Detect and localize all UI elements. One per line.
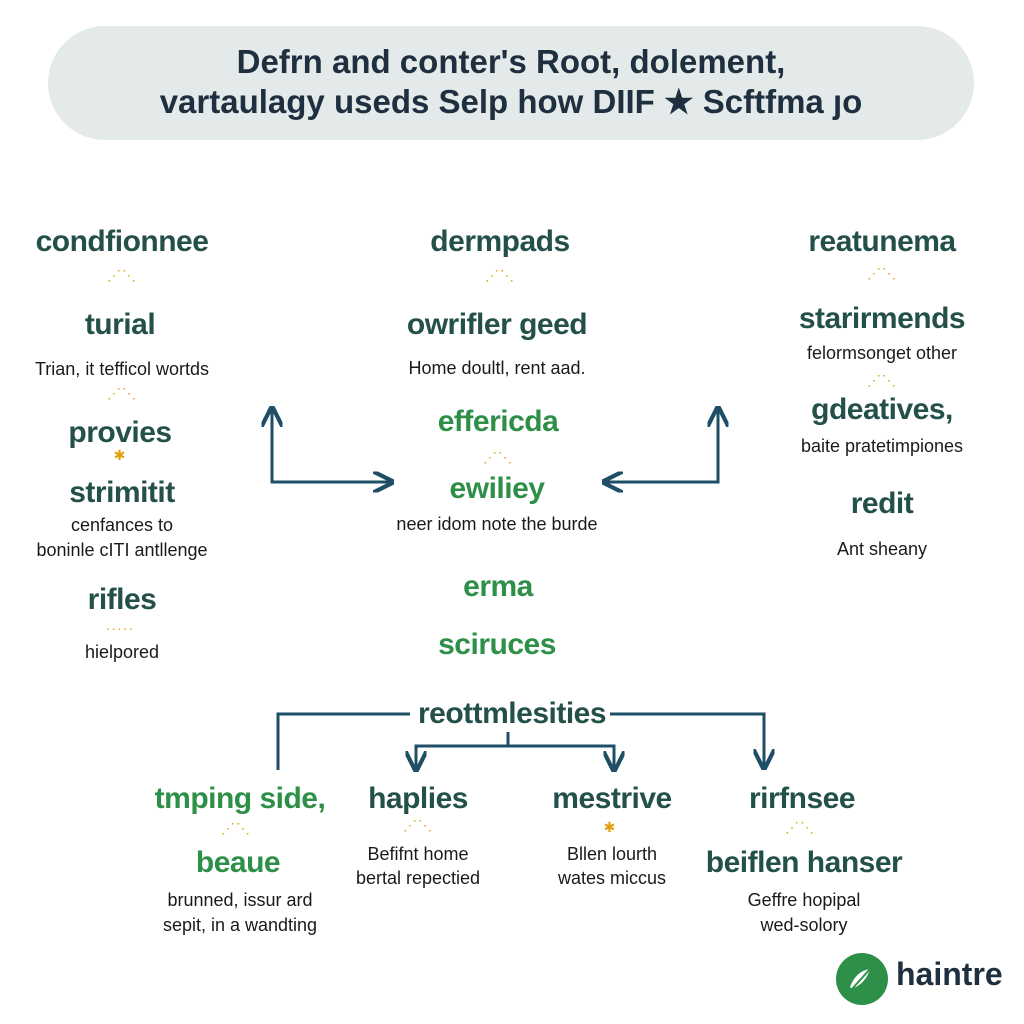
left-text-4a: cenfances to xyxy=(70,515,174,535)
accent-dots: ⋰⋱ xyxy=(107,267,137,283)
center-heading-6: sciruces xyxy=(438,628,556,661)
accent-dots: ✱ xyxy=(113,447,127,463)
center-heading-2: owrifler geed xyxy=(406,308,588,341)
right-arrow xyxy=(606,410,718,482)
hub-heading: reottmlesities xyxy=(417,697,607,730)
bottom-col4-heading-1: rirfnsee xyxy=(748,782,856,815)
left-text-2: Trian, it tefficol wortds xyxy=(34,359,210,379)
left-text-4b: boninle cITI antllenge xyxy=(36,540,208,560)
right-text-3: baite pratetimpiones xyxy=(800,436,964,456)
right-text-4: Ant sheany xyxy=(836,539,928,559)
left-heading-2: turial xyxy=(84,308,156,341)
bottom-col1-heading-2: beaue xyxy=(195,846,281,879)
accent-dots: ⋰⋱ xyxy=(785,819,815,835)
bottom-col1-heading-1: tmping side, xyxy=(154,782,326,815)
bottom-col3-text-1: Bllen lourth xyxy=(566,844,658,864)
accent-dots: ⋰⋱ xyxy=(107,385,137,401)
accent-dots: ⋰⋱ xyxy=(403,817,433,833)
bottom-col2-text-1: Befifnt home xyxy=(367,844,469,864)
right-heading-3: gdeatives, xyxy=(811,393,953,426)
right-heading-4: redit xyxy=(850,487,914,520)
accent-dots: ⋰⋱ xyxy=(485,267,515,283)
center-heading-3: effericda xyxy=(437,405,559,438)
accent-dots: ⋰⋱ xyxy=(867,265,897,281)
bottom-col4-text-2: wed-solory xyxy=(760,915,848,935)
accent-dots: ✱ xyxy=(603,819,617,835)
left-heading-5: rifles xyxy=(87,583,157,616)
center-text-4: neer idom note the burde xyxy=(396,514,598,534)
right-heading-1: reatunema xyxy=(808,225,956,258)
accent-dots: ····· xyxy=(105,620,135,636)
bottom-col3-text-2: wates miccus xyxy=(557,868,667,888)
accent-dots: ⋰⋱ xyxy=(221,820,251,836)
bottom-col3-heading: mestrive xyxy=(552,782,672,815)
center-heading-4: ewiliey xyxy=(449,472,545,505)
left-text-5: hielpored xyxy=(84,642,160,662)
title-line-1: Defrn and conter's Root, dolement, xyxy=(236,43,786,80)
left-heading-1: condfionnee xyxy=(35,225,209,258)
bottom-col1-text-2: sepit, in a wandting xyxy=(162,915,318,935)
center-heading-1: dermpads xyxy=(430,225,570,258)
hub-arrow-far-left xyxy=(276,712,410,770)
bottom-col4-heading-2: beiflen hanser xyxy=(705,846,903,879)
brand-name: haintre xyxy=(896,956,1003,992)
bottom-col4-text-1: Geffre hopipal xyxy=(747,890,861,910)
brand-logo-icon xyxy=(836,953,888,1005)
left-heading-3: provies xyxy=(68,416,172,449)
title-line-2: vartaulagy useds Selp how DIIF ★ Scftfma… xyxy=(159,83,863,120)
bottom-col2-text-2: bertal repectied xyxy=(355,868,481,888)
center-text-2: Home doultl, rent aad. xyxy=(408,358,586,378)
hub-arrow-far-right xyxy=(610,712,764,766)
accent-dots: ⋰⋱ xyxy=(483,449,513,465)
center-heading-5: erma xyxy=(463,570,533,603)
right-text-2: felormsonget other xyxy=(806,343,958,363)
bottom-col1-text-1: brunned, issur ard xyxy=(167,890,313,910)
accent-dots: ⋰⋱ xyxy=(867,372,897,388)
left-heading-4: strimitit xyxy=(69,476,175,509)
title-banner: Defrn and conter's Root, dolement, varta… xyxy=(48,26,974,140)
hub-arrow-inner xyxy=(414,732,616,766)
right-heading-2: starirmends xyxy=(798,302,966,335)
bottom-col2-heading: haplies xyxy=(368,782,468,815)
left-arrow xyxy=(272,410,390,482)
